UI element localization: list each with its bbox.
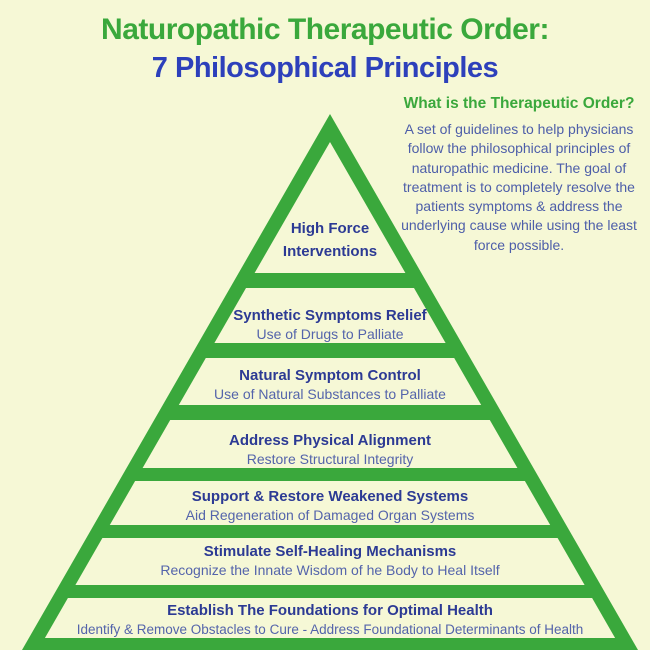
page-title: Naturopathic Therapeutic Order: <box>101 13 549 46</box>
level-6-subtext: Recognize the Innate Wisdom of he Body t… <box>160 562 500 578</box>
pyramid-level-7-window <box>44 598 616 638</box>
pyramid-level-3-window <box>178 358 482 405</box>
level-3-subtext: Use of Natural Substances to Palliate <box>214 386 446 402</box>
level-2-subtext: Use of Drugs to Palliate <box>256 326 404 342</box>
level-4-subtext: Restore Structural Integrity <box>246 451 414 467</box>
pyramid-level-5-window <box>109 481 551 525</box>
description-body: A set of guidelines to help physicians f… <box>401 121 637 253</box>
level-2-heading: Synthetic Symptoms Relief <box>233 307 427 324</box>
pyramid-level-4-window <box>142 420 518 468</box>
level-7-heading: Establish The Foundations for Optimal He… <box>167 602 493 619</box>
pyramid-level-1-label: High Force Interventions <box>260 217 400 263</box>
page-subtitle: 7 Philosophical Principles <box>151 52 499 84</box>
pyramid-level-2-window <box>214 288 446 343</box>
pyramid-level-7-label: Establish The Foundations for Optimal He… <box>5 601 650 639</box>
level-1-heading: High Force Interventions <box>282 220 378 260</box>
pyramid-level-5-label: Support & Restore Weakened Systems Aid R… <box>5 487 650 525</box>
level-5-heading: Support & Restore Weakened Systems <box>191 488 469 505</box>
pyramid-level-1-window <box>254 142 406 273</box>
pyramid-level-4-label: Address Physical Alignment Restore Struc… <box>5 431 650 469</box>
pyramid-level-3-label: Natural Symptom Control Use of Natural S… <box>5 366 650 404</box>
description-heading: What is the Therapeutic Order? <box>403 95 635 112</box>
pyramid-level-6-label: Stimulate Self-Healing Mechanisms Recogn… <box>5 542 650 580</box>
level-7-subtext: Identify & Remove Obstacles to Cure - Ad… <box>76 622 584 637</box>
level-3-heading: Natural Symptom Control <box>239 367 421 384</box>
level-6-heading: Stimulate Self-Healing Mechanisms <box>203 543 457 560</box>
pyramid-level-2-label: Synthetic Symptoms Relief Use of Drugs t… <box>5 306 650 344</box>
description-panel: What is the Therapeutic Order? A set of … <box>385 94 650 255</box>
level-4-heading: Address Physical Alignment <box>228 432 431 449</box>
pyramid-level-6-window <box>75 538 585 585</box>
title-block: Naturopathic Therapeutic Order: 7 Philos… <box>0 8 650 84</box>
level-5-subtext: Aid Regeneration of Damaged Organ System… <box>185 507 475 523</box>
